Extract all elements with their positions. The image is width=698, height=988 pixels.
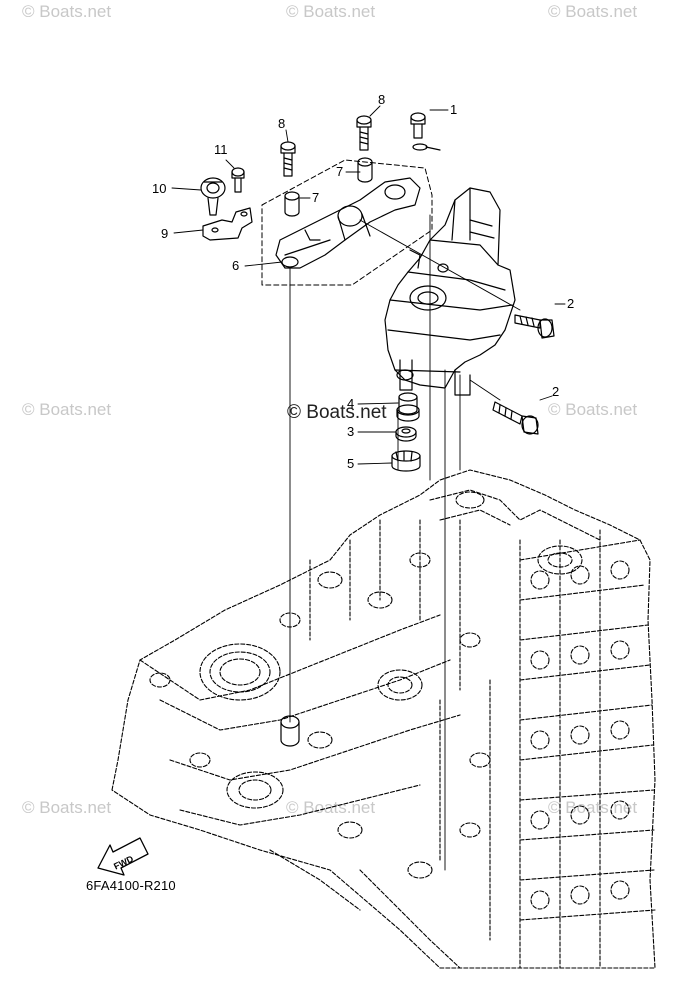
watermark: © Boats.net (22, 2, 112, 21)
callout-2: 2 (552, 384, 559, 399)
watermark: © Boats.net (286, 2, 376, 21)
clamp-part-10 (200, 177, 226, 216)
fwd-arrow-label: FWD (112, 853, 135, 871)
alignment-lines (289, 214, 521, 871)
cap-part-5 (391, 450, 421, 472)
plate-part-9 (202, 207, 253, 241)
bolt-part-11 (231, 167, 245, 193)
fwd-arrow (97, 837, 149, 876)
callout-2: 2 (567, 296, 574, 311)
watermark: © Boats.net (548, 400, 638, 419)
callout-leaders (171, 105, 566, 465)
callout-11: 11 (214, 142, 228, 157)
callout-7: 7 (336, 164, 343, 179)
collar-part-7 (284, 157, 373, 217)
callout-7: 7 (312, 190, 319, 205)
watermark: © Boats.net (22, 798, 112, 817)
callout-9: 9 (161, 226, 168, 241)
bolt-part-1 (410, 112, 441, 151)
bolt-part-8 (280, 115, 372, 177)
callout-5: 5 (347, 456, 354, 471)
callout-3: 3 (347, 424, 354, 439)
callout-6: 6 (232, 258, 239, 273)
watermark: © Boats.net (22, 400, 112, 419)
nut-part-4 (396, 392, 420, 422)
callout-8: 8 (278, 116, 285, 131)
engine-block (111, 469, 656, 969)
callout-10: 10 (152, 181, 166, 196)
callout-8: 8 (378, 92, 385, 107)
center-watermark: © Boats.net (287, 402, 387, 423)
washer-part-3 (395, 426, 417, 442)
starter-motor (384, 187, 516, 396)
part-code: 6FA4100-R210 (86, 878, 176, 893)
bracket-part-6 (275, 177, 421, 269)
callout-4: 4 (347, 396, 354, 411)
watermark: © Boats.net (548, 2, 638, 21)
callout-1: 1 (450, 102, 457, 117)
bolt-part-2 (492, 314, 555, 435)
